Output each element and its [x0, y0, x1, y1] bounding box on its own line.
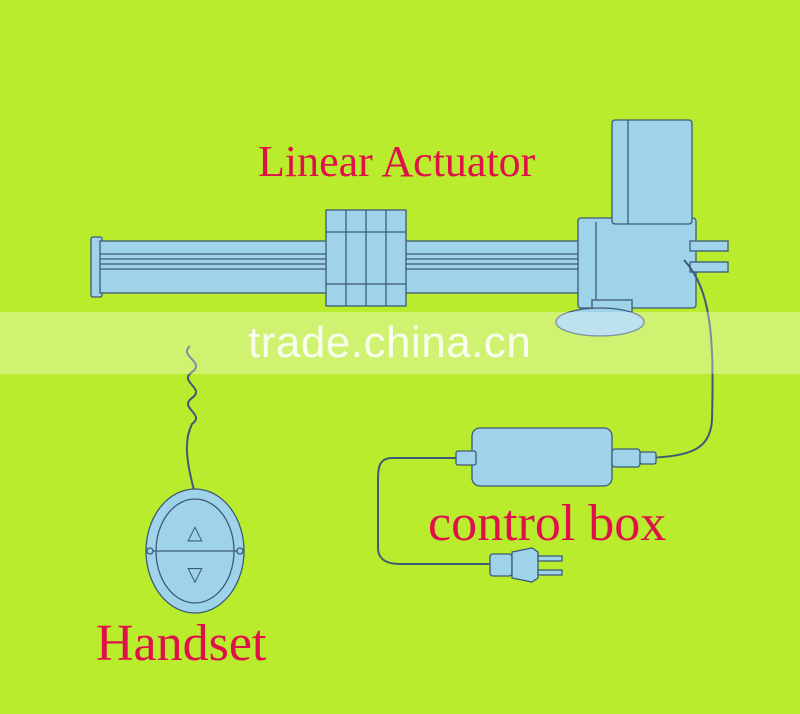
- handset-coiled-cord: [185, 345, 197, 491]
- power-cord: [377, 457, 492, 565]
- control-box-label: control box: [428, 495, 667, 552]
- linear-actuator-label: Linear Actuator: [258, 137, 536, 186]
- up-arrow-icon[interactable]: △: [187, 520, 203, 544]
- watermark-text: trade.china.cn: [248, 318, 532, 367]
- actuator-sleeve: [325, 209, 407, 307]
- handset-remote: [145, 488, 245, 614]
- actuator-motor-housing: [555, 119, 729, 337]
- handset-label: Handset: [96, 615, 267, 672]
- power-plug: [489, 547, 563, 583]
- motor-cable: [647, 259, 714, 459]
- control-box-unit: [455, 427, 657, 487]
- watermark-band: [0, 312, 800, 374]
- linear-actuator: [90, 119, 729, 337]
- down-arrow-icon[interactable]: ▽: [187, 562, 203, 586]
